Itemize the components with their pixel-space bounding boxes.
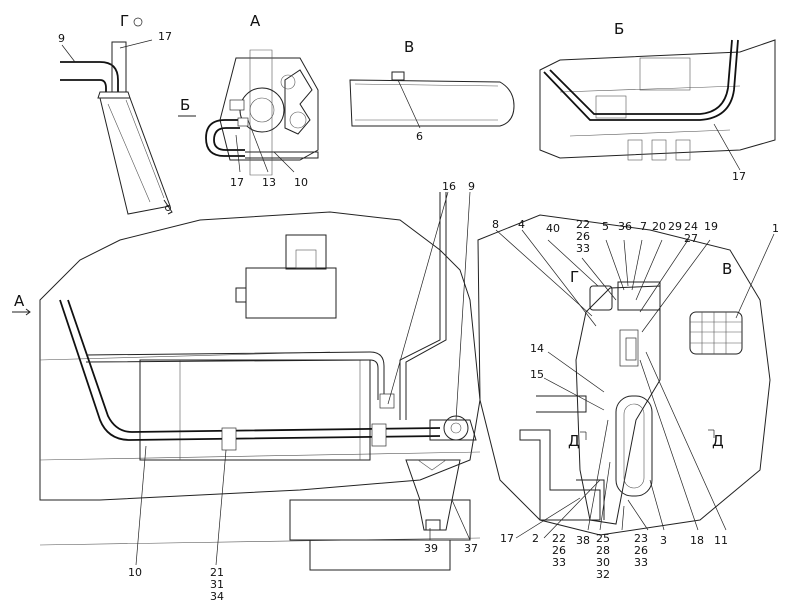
view-label-d-right: Д [712,432,724,450]
view-label-b: Б [614,20,624,38]
part-label: 2 [532,532,539,545]
part-label: 1 [772,222,779,235]
part-label: 32 [596,568,610,581]
part-label: 13 [262,176,276,189]
view-arrow-label-b: Б [180,96,190,114]
part-label: 14 [530,342,544,355]
part-label: 33 [634,556,648,569]
part-label: 30 [596,556,610,569]
detail-b-engine-view [539,39,776,171]
part-label: 17 [158,30,172,43]
part-label: 16 [442,180,456,193]
part-label: 27 [684,232,698,245]
part-label: 15 [530,368,544,381]
view-arrow-label-a: А [14,292,25,310]
part-label: 22 [576,218,590,231]
detail-v-tank [349,71,515,129]
part-label: 4 [518,218,525,231]
part-label: 22 [552,532,566,545]
part-label: 7 [640,220,647,233]
view-label-v: В [404,38,414,56]
part-label: 19 [704,220,718,233]
part-label: 9 [58,32,65,45]
part-label: 9 [468,180,475,193]
view-label-v-mid: В [722,260,732,278]
part-label: 25 [596,532,610,545]
part-label: 20 [652,220,666,233]
detail-g-exhaust-pipe [60,39,173,215]
part-label: 29 [668,220,682,233]
part-label: 17 [732,170,746,183]
part-label: 6 [416,130,423,143]
part-label: 5 [602,220,609,233]
part-label: 21 [210,566,224,579]
part-label: 23 [634,532,648,545]
part-label: 17 [230,176,244,189]
part-label: 18 [690,534,704,547]
part-label: 36 [618,220,632,233]
part-label: 28 [596,544,610,557]
part-label: 31 [210,578,224,591]
detail-a-fan [205,49,319,176]
part-label: 11 [714,534,728,547]
main-chassis-view [12,191,481,571]
part-label: 10 [128,566,142,579]
part-label: 24 [684,220,698,233]
part-label: 26 [634,544,648,557]
part-label: 26 [576,230,590,243]
view-label-g: Г [120,12,129,30]
part-label: 37 [464,542,478,555]
view-marker-icon [133,17,143,27]
view-label-a: А [250,12,261,30]
part-label: 34 [210,590,224,603]
part-label: 3 [660,534,667,547]
view-label-d-mid: Д [568,432,580,450]
part-label: 39 [424,542,438,555]
part-label: 40 [546,222,560,235]
part-label: 26 [552,544,566,557]
part-label: 10 [294,176,308,189]
cab-heater-view [477,214,775,539]
part-label: 38 [576,534,590,547]
part-label: 8 [492,218,499,231]
part-label: 33 [576,242,590,255]
part-label: 17 [500,532,514,545]
view-label-g-mid: Г [570,268,579,286]
part-label: 33 [552,556,566,569]
